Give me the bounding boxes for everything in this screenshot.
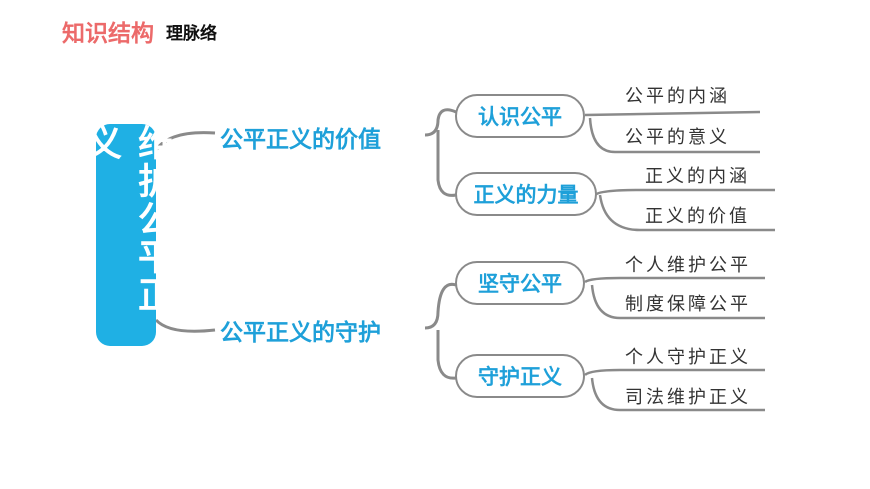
leaf: 个人维护公平	[625, 255, 751, 276]
section-title: 知识结构	[62, 21, 154, 47]
section-subtitle: 理脉络	[166, 24, 217, 44]
leaf: 正义的内涵	[645, 166, 750, 187]
leaf: 公平的意义	[625, 127, 730, 148]
leaf: 正义的价值	[645, 206, 750, 227]
node-uphold-fairness: 坚守公平	[455, 261, 585, 305]
leaf: 司法维护正义	[625, 387, 751, 408]
node-power-of-justice: 正义的力量	[455, 172, 597, 216]
node-guard-justice: 守护正义	[455, 354, 585, 398]
leaf: 公平的内涵	[625, 86, 730, 107]
branch-protection: 公平正义的守护	[220, 320, 381, 346]
node-understand-fairness: 认识公平	[455, 94, 585, 138]
leaf: 个人守护正义	[625, 347, 751, 368]
leaf: 制度保障公平	[625, 294, 751, 315]
root-node: 维护公平正义	[80, 124, 173, 346]
branch-value: 公平正义的价值	[220, 127, 381, 153]
